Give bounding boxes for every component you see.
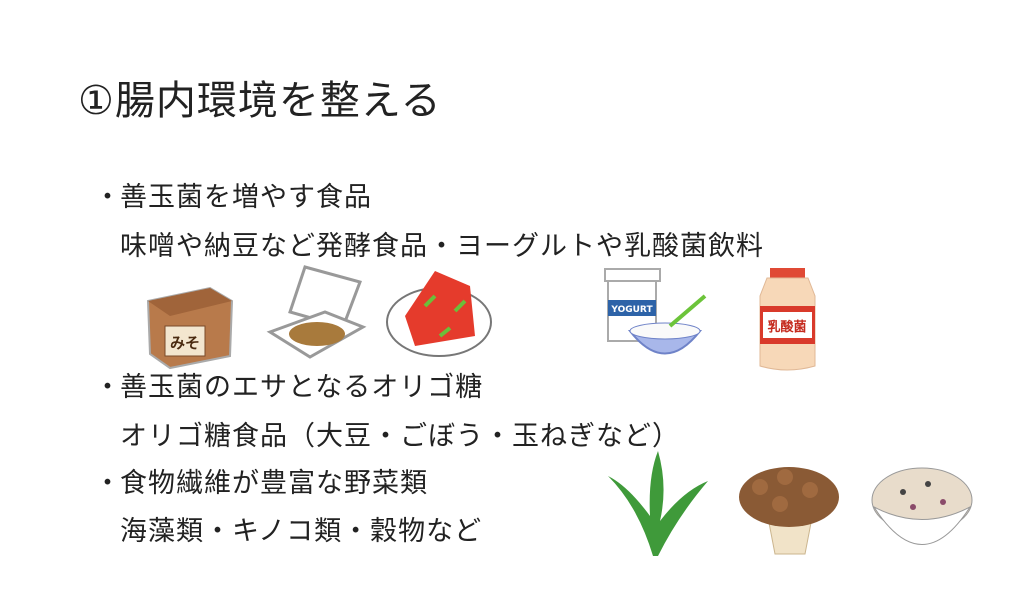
bullet: ・ (94, 372, 121, 403)
section-detail: 味噌や納豆など発酵食品・ヨーグルトや乳酸菌飲料 (120, 231, 764, 262)
natto-illustration (266, 265, 367, 359)
miso-illustration: みそ (146, 286, 234, 370)
section-detail: 海藻類・キノコ類・穀物など (120, 516, 483, 547)
seaweed-illustration (608, 451, 708, 556)
bullet: ・ (94, 182, 121, 213)
section-detail: オリゴ糖食品（大豆・ごぼう・玉ねぎなど） (120, 421, 680, 452)
slide-title: ①腸内環境を整える (78, 78, 442, 124)
section-heading: 食物繊維が豊富な野菜類 (120, 468, 428, 499)
yogurt-illustration: YOGURT (604, 268, 707, 355)
kimchi-illustration (386, 271, 492, 357)
mushroom-illustration (739, 467, 839, 555)
yogurt-label: YOGURT (610, 305, 653, 315)
miso-label: みそ (170, 334, 200, 352)
drink-label: 乳酸菌 (767, 319, 806, 335)
lactic-drink-illustration: 乳酸菌 (759, 268, 816, 371)
section-heading: 善玉菌のエサとなるオリゴ糖 (120, 372, 484, 403)
bullet: ・ (94, 468, 121, 499)
grain-rice-illustration (871, 467, 973, 545)
section-heading: 善玉菌を増やす食品 (120, 182, 372, 213)
